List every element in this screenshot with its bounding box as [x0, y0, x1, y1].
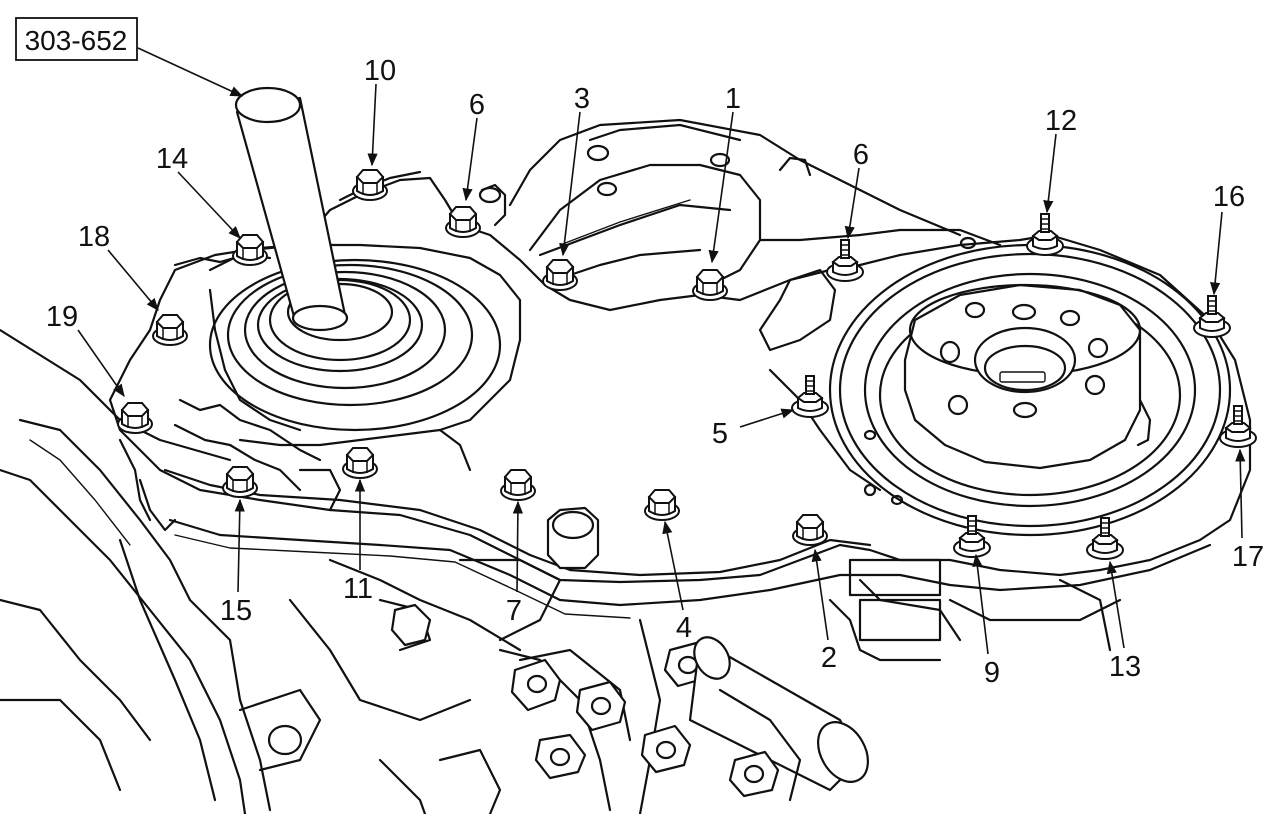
- callout-13: 13: [1109, 651, 1141, 683]
- bolt-14: [232, 234, 268, 266]
- bolt-6-right: [826, 239, 864, 282]
- bolt-7: [500, 469, 536, 501]
- bolt-15: [222, 466, 258, 498]
- bolt-19: [117, 402, 153, 434]
- bolt-12: [1026, 213, 1064, 256]
- leader-2: [811, 548, 829, 641]
- leader-16: [1210, 211, 1223, 296]
- callout-6-right: 6: [853, 139, 869, 171]
- leader-9: [972, 553, 989, 655]
- leader-lines: [77, 47, 1246, 655]
- leader-tool: [137, 47, 244, 97]
- callout-5: 5: [712, 418, 728, 450]
- callout-19: 19: [46, 301, 78, 333]
- leader-15: [234, 498, 245, 593]
- leader-6-right: [844, 167, 860, 240]
- bolt-4: [644, 489, 680, 521]
- callout-4: 4: [676, 612, 692, 644]
- tool-reference-box: 303-652: [15, 17, 138, 61]
- callout-17: 17: [1232, 541, 1264, 573]
- crankshaft-damper: [758, 243, 1232, 537]
- leader-19: [77, 329, 125, 398]
- leader-3: [559, 111, 581, 257]
- bolt-3: [542, 259, 578, 291]
- bolt-1: [692, 269, 728, 301]
- bolt-6-left: [445, 206, 481, 238]
- special-tool-shaft: [234, 86, 412, 362]
- leader-13: [1106, 560, 1125, 649]
- leader-12: [1043, 133, 1057, 214]
- bolt-11: [342, 447, 378, 479]
- callout-18: 18: [78, 221, 110, 253]
- callout-3: 3: [574, 83, 590, 115]
- leader-18: [107, 249, 159, 311]
- bolt-13: [1086, 517, 1124, 560]
- leader-5: [739, 408, 795, 428]
- leader-7: [512, 500, 523, 593]
- callout-10: 10: [364, 55, 396, 87]
- bolt-2: [792, 514, 828, 546]
- tool-label: 303-652: [25, 25, 128, 56]
- leader-14: [177, 171, 241, 239]
- callout-14: 14: [156, 143, 188, 175]
- callout-2: 2: [821, 642, 837, 674]
- leader-6-left: [462, 117, 478, 202]
- callout-7: 7: [506, 595, 522, 627]
- callout-16: 16: [1213, 181, 1245, 213]
- callout-11: 11: [343, 573, 373, 605]
- leader-17: [1235, 448, 1246, 539]
- callout-15: 15: [220, 595, 252, 627]
- callout-6-left: 6: [469, 89, 485, 121]
- callout-12: 12: [1045, 105, 1077, 137]
- bolt-18: [152, 314, 188, 346]
- cover-bosses: [478, 183, 600, 570]
- bolt-10: [352, 169, 388, 201]
- callout-labels: 1 2 3 4 5 6 6 7 9 10 11 12 13 14 15 16 1…: [46, 55, 1264, 689]
- engine-block-lower: [0, 328, 1122, 814]
- callout-1: 1: [725, 83, 741, 115]
- leader-10: [367, 83, 378, 167]
- callout-9: 9: [984, 657, 1000, 689]
- leader-1: [708, 111, 734, 264]
- leader-4: [662, 520, 684, 611]
- bolt-16: [1193, 295, 1231, 338]
